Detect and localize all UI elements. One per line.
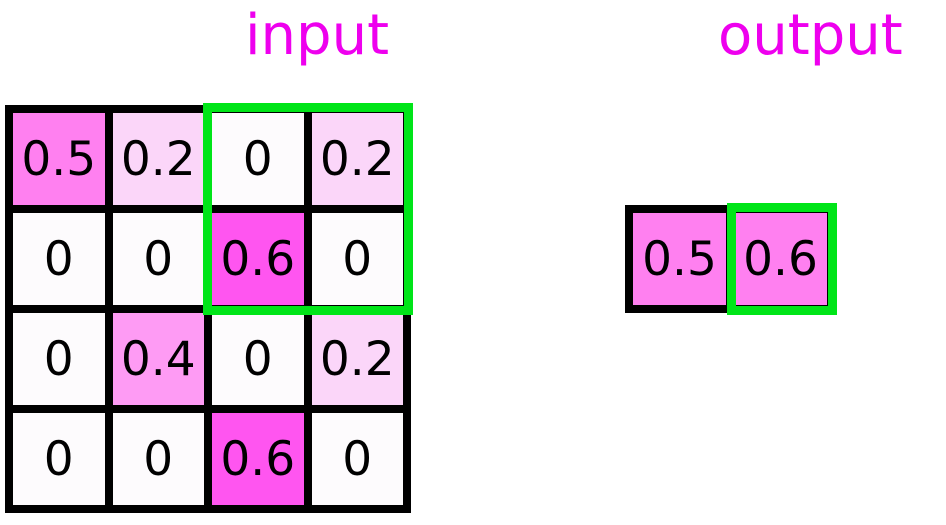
output-title: output [718, 3, 903, 68]
input-cell-r2c4: 0 [311, 213, 403, 305]
output-cell-r1c2: 0.6 [734, 213, 827, 305]
input-cell-r3c4: 0.2 [311, 313, 403, 405]
input-cell-r4c4: 0 [311, 413, 403, 505]
input-cell-r4c2: 0 [112, 413, 204, 505]
input-cell-r1c2: 0.2 [112, 113, 204, 205]
input-cell-r1c1: 0.5 [13, 113, 105, 205]
output-cell-r1c1: 0.5 [633, 213, 726, 305]
input-cell-r3c3: 0 [212, 313, 304, 405]
input-cell-r4c3: 0.6 [212, 413, 304, 505]
input-cell-r1c3: 0 [212, 113, 304, 205]
input-cell-r4c1: 0 [13, 413, 105, 505]
input-cell-r2c2: 0 [112, 213, 204, 305]
input-cell-r2c1: 0 [13, 213, 105, 305]
input-cell-r2c3: 0.6 [212, 213, 304, 305]
input-cell-r3c1: 0 [13, 313, 105, 405]
input-cell-r3c2: 0.4 [112, 313, 204, 405]
input-cell-r1c4: 0.2 [311, 113, 403, 205]
input-title: input [245, 3, 390, 68]
